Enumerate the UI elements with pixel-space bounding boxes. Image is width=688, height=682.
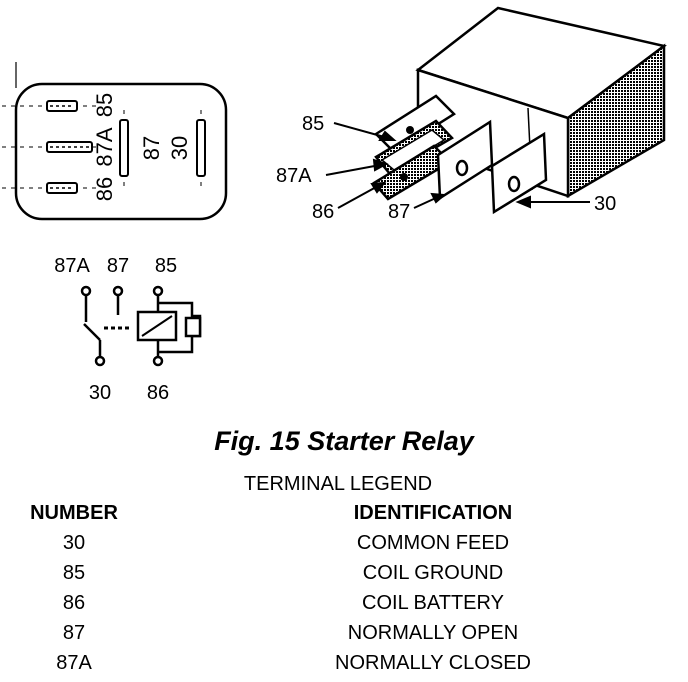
arrowhead-87	[430, 192, 447, 204]
pin-30	[94, 355, 106, 367]
legend-row: 86 COIL BATTERY	[0, 592, 688, 622]
callout-label-86: 86	[312, 201, 334, 223]
callout-label-30: 30	[594, 193, 616, 215]
relay-terminal-85	[374, 94, 456, 154]
legend-row: 30 COMMON FEED	[0, 532, 688, 562]
figure-caption: Fig. 15 Starter Relay	[214, 426, 474, 456]
terminal-87a-blade	[2, 141, 100, 153]
callout-label-87: 87	[388, 201, 410, 223]
terminal-30-blade	[196, 110, 206, 188]
legend-number: 86	[62, 592, 86, 614]
suppression-diode	[184, 316, 202, 338]
top-view-label-85: 85	[92, 93, 117, 117]
starter-relay-diagram: 85 87A 86 87 30	[2, 6, 667, 404]
relay-3d-body	[372, 6, 667, 215]
relay-callouts	[325, 122, 590, 209]
relay-schematic: 87A 87 85 30 86	[54, 255, 202, 404]
top-view-label-86: 86	[92, 177, 117, 201]
pin-87a	[80, 285, 92, 297]
legend-number: 87A	[56, 652, 92, 674]
legend-number: 87	[62, 622, 86, 644]
terminal-legend-table: NUMBER IDENTIFICATION 30 COMMON FEED 85 …	[0, 502, 688, 682]
top-view-label-30: 30	[167, 136, 192, 160]
legend-row: 85 COIL GROUND	[0, 562, 688, 592]
schematic-label-87a: 87A	[54, 255, 90, 277]
top-view-outline	[14, 82, 228, 221]
legend-number: 85	[62, 562, 86, 584]
terminal-87-blade	[119, 110, 129, 188]
legend-title: TERMINAL LEGEND	[243, 473, 433, 495]
legend-identification: NORMALLY CLOSED	[335, 652, 531, 674]
switch-arm	[83, 323, 101, 341]
terminal-86-blade	[2, 182, 100, 194]
arrow-85	[333, 122, 389, 139]
arrowhead-85	[378, 130, 397, 141]
pin-86	[152, 355, 164, 367]
top-view-label-87a: 87A	[92, 127, 117, 166]
callout-label-85: 85	[302, 113, 324, 135]
pin-87	[112, 285, 124, 297]
relay-terminal-87a	[374, 119, 454, 176]
schematic-label-30: 30	[89, 382, 111, 404]
terminal-85-blade	[2, 100, 100, 112]
relay-terminal-30	[490, 131, 548, 215]
legend-identification: COIL GROUND	[362, 562, 504, 584]
legend-identification: COIL BATTERY	[362, 592, 504, 614]
pin-85	[152, 285, 164, 297]
coil-diagonal	[141, 315, 173, 337]
schematic-label-86: 86	[147, 382, 169, 404]
arrowhead-87a	[372, 158, 389, 172]
legend-identification: COMMON FEED	[356, 532, 510, 554]
legend-header-row: NUMBER IDENTIFICATION	[0, 502, 688, 532]
legend-row: 87 NORMALLY OPEN	[0, 622, 688, 652]
schematic-label-87: 87	[107, 255, 129, 277]
schematic-label-85: 85	[155, 255, 177, 277]
arrow-86	[337, 185, 379, 209]
top-view-label-87: 87	[139, 136, 164, 160]
arrowhead-86	[370, 181, 387, 194]
callout-label-87a: 87A	[276, 165, 312, 187]
arrowhead-30	[515, 195, 531, 209]
legend-row: 87A NORMALLY CLOSED	[0, 652, 688, 682]
legend-header-number: NUMBER	[30, 502, 118, 524]
arrow-87a	[325, 164, 381, 176]
legend-identification: NORMALLY OPEN	[347, 622, 519, 644]
relay-top-view: 85 87A 86 87 30	[2, 62, 228, 221]
legend-header-identification: IDENTIFICATION	[353, 502, 513, 524]
legend-number: 30	[62, 532, 86, 554]
